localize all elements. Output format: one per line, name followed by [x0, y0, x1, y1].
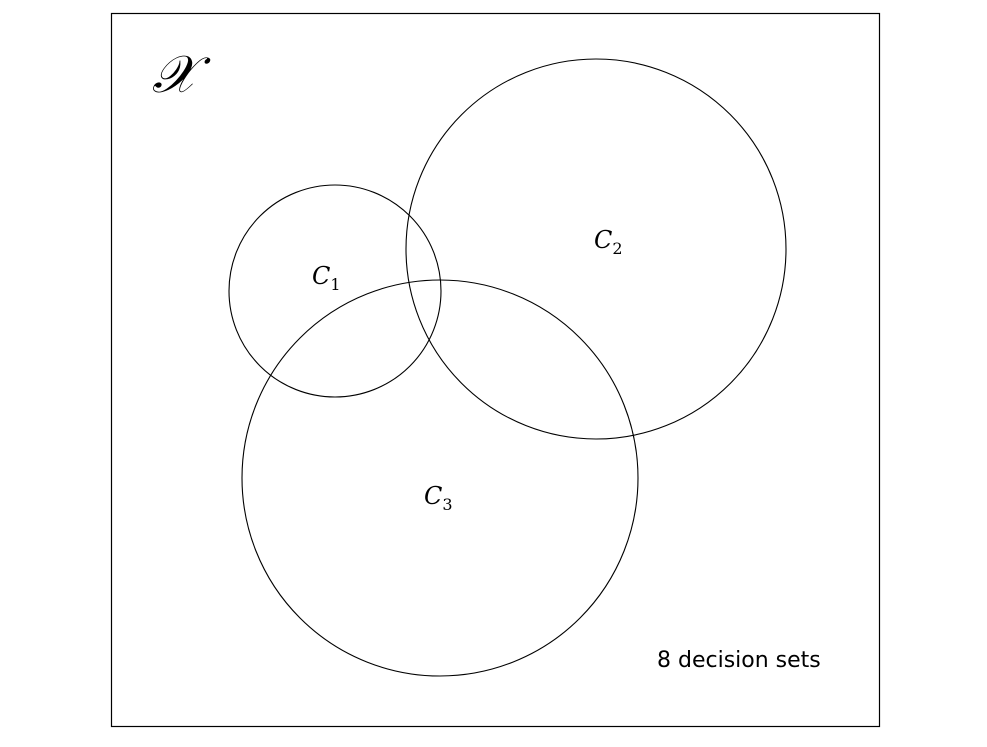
set-c2-label: C2	[594, 226, 623, 258]
set-c3-label: C3	[424, 482, 453, 514]
space-label: 𝒳	[152, 45, 211, 105]
set-c3-subscript: 3	[442, 495, 452, 514]
set-c2-subscript: 2	[612, 239, 622, 258]
universe-frame	[110, 12, 881, 728]
set-c1-circle	[228, 184, 442, 398]
set-c1-letter: C	[312, 262, 330, 290]
set-c2-letter: C	[594, 226, 612, 254]
set-c3-letter: C	[424, 482, 442, 510]
set-c1-label: C1	[312, 262, 341, 294]
set-c2-circle	[405, 58, 787, 440]
set-c3-circle	[241, 279, 639, 677]
set-c1-subscript: 1	[330, 275, 340, 294]
decision-sets-caption: 8 decision sets	[657, 648, 821, 673]
